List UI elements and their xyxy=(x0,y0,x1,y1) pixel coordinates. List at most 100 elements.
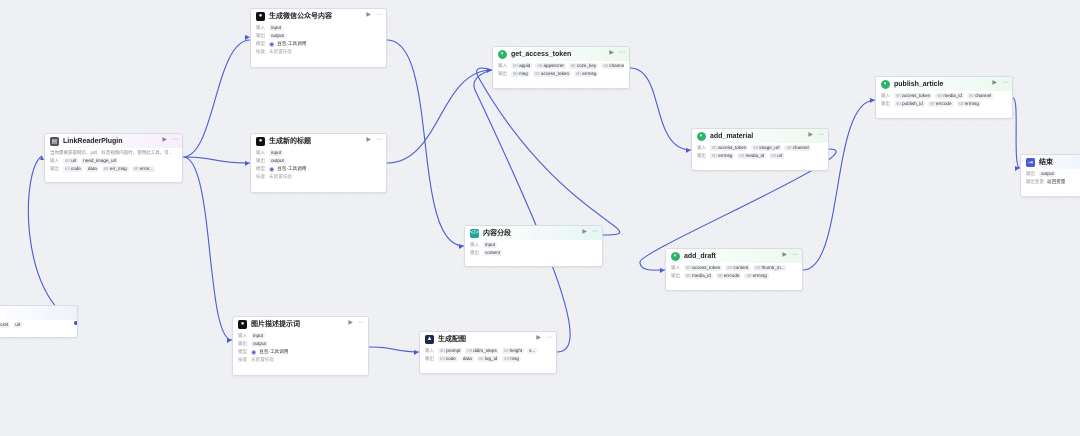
output-param: output xyxy=(251,341,268,347)
node-title: add_draft xyxy=(684,252,716,260)
llm-icon: ● xyxy=(256,11,265,21)
play-icon[interactable]: ▶ xyxy=(366,137,371,143)
more-icon[interactable]: ⋯ xyxy=(592,229,598,235)
output-param: errmsg xyxy=(752,273,767,278)
edge-img-genimage xyxy=(368,346,420,353)
skill-value: 未配置技能 xyxy=(269,49,292,54)
node-title: 生成新的标题 xyxy=(269,138,311,145)
publish-article-node[interactable]: ◐ publish_article ▶⋯ 输入 straccess_token … xyxy=(875,76,1013,119)
more-icon[interactable]: ⋯ xyxy=(172,137,178,143)
input-param: height xyxy=(509,348,523,353)
play-icon[interactable]: ▶ xyxy=(348,320,353,326)
input-param: input xyxy=(251,333,265,339)
node-title: 内容分段 xyxy=(483,230,511,237)
output-param: errmsg xyxy=(582,71,597,76)
output-param: data xyxy=(462,356,472,361)
play-icon[interactable]: ▶ xyxy=(609,50,614,56)
start-node[interactable]: ecret url xyxy=(0,305,78,338)
more-icon[interactable]: ⋯ xyxy=(792,252,798,258)
model-name: 豆包·工具调用 xyxy=(277,41,307,46)
model-label: 模型 xyxy=(256,166,265,171)
edge-genimage-gettoken xyxy=(473,69,571,353)
plugin-icon: ◐ xyxy=(881,79,890,89)
play-icon[interactable]: ▶ xyxy=(782,252,787,258)
more-icon[interactable]: ⋯ xyxy=(818,132,824,138)
input-label: 输入 xyxy=(425,348,434,353)
gen-image-node[interactable]: ▲ 生成配图 ▶⋯ 输入 strprompt intddim_steps int… xyxy=(419,331,557,374)
more-icon[interactable]: ⋯ xyxy=(358,320,364,326)
output-param: log_id xyxy=(484,356,498,361)
input-label: 输入 xyxy=(50,158,59,163)
edge-linkreader-img xyxy=(182,156,233,341)
output-label: 输出 xyxy=(50,166,59,171)
node-title: get_access_token xyxy=(511,50,572,58)
output-param: msg xyxy=(510,356,519,361)
output-param: errcode xyxy=(935,101,952,106)
output-param: output xyxy=(269,158,286,164)
more-icon[interactable]: ⋯ xyxy=(619,50,625,56)
input-param: s... xyxy=(529,348,536,353)
input-param: image_url xyxy=(759,145,780,150)
model-label: 模型 xyxy=(238,349,247,354)
output-label: 输出 xyxy=(498,71,507,76)
add-draft-node[interactable]: ◐ add_draft ▶⋯ 输入 straccess_token strcon… xyxy=(665,248,803,291)
model-label: 模型 xyxy=(256,41,265,46)
input-param: need_image_url xyxy=(83,158,117,163)
play-icon[interactable]: ▶ xyxy=(366,12,371,18)
node-title: 生成配图 xyxy=(438,336,466,343)
llm-icon: ● xyxy=(256,136,265,146)
edge-wechat-segment xyxy=(386,39,465,247)
play-icon[interactable]: ▶ xyxy=(808,132,813,138)
output-param: publish_id xyxy=(902,101,923,106)
node-description: 当你需要获取网页、pdf、抖音视频内容时，使用此工具。可... xyxy=(50,150,173,155)
output-label: 输出 xyxy=(881,101,890,106)
output-param: errmsg xyxy=(718,153,733,158)
input-label: 输入 xyxy=(498,63,507,68)
play-icon[interactable]: ▶ xyxy=(162,137,167,143)
more-icon[interactable]: ⋯ xyxy=(546,335,552,341)
more-icon[interactable]: ⋯ xyxy=(1002,80,1008,86)
get-access-token-node[interactable]: ◐ get_access_token ▶⋯ 输入 strappid strapp… xyxy=(492,46,630,89)
output-param: output xyxy=(1039,171,1056,177)
output-param: code xyxy=(70,166,81,171)
llm-icon: ● xyxy=(238,319,247,329)
input-param: access_token xyxy=(902,93,931,98)
input-param: appsecret xyxy=(543,63,564,68)
more-icon[interactable]: ⋯ xyxy=(376,137,382,143)
model-icon: ◉ xyxy=(251,349,257,356)
model-name: 豆包·工具调用 xyxy=(277,166,307,171)
linkreader-node[interactable]: ▤ LinkReaderPlugin ▶⋯ 当你需要获取网页、pdf、抖音视频内… xyxy=(44,133,183,183)
model-icon: ◉ xyxy=(269,41,275,48)
output-label: 输出 xyxy=(1026,171,1035,176)
input-param: media_id xyxy=(943,93,962,98)
start-output-port[interactable] xyxy=(74,321,77,325)
output-param: err_msg xyxy=(109,166,127,171)
output-label: 输出 xyxy=(238,341,247,346)
edge-segment-gettoken xyxy=(476,67,621,236)
image-gen-icon: ▲ xyxy=(425,334,434,344)
output-label: 输出 xyxy=(470,250,479,255)
plugin-icon: ▤ xyxy=(50,136,59,146)
play-icon[interactable]: ▶ xyxy=(582,229,587,235)
more-icon[interactable]: ⋯ xyxy=(376,12,382,18)
start-out-tag: ecret xyxy=(0,322,11,328)
input-param: input xyxy=(269,25,283,31)
edge-publish-end xyxy=(1012,97,1021,169)
play-icon[interactable]: ▶ xyxy=(992,80,997,86)
input-param: input xyxy=(483,242,497,248)
play-icon[interactable]: ▶ xyxy=(536,335,541,341)
edge-draft-publish xyxy=(802,99,876,271)
node-title: 图片描述提示词 xyxy=(251,321,300,328)
add-material-node[interactable]: ◐ add_material ▶⋯ 输入 straccess_token str… xyxy=(691,128,829,171)
output-param: msg xyxy=(519,71,528,76)
output-label: 输出 xyxy=(256,33,265,38)
output-mode-value: 返回变量 xyxy=(1047,179,1066,184)
node-title: publish_article xyxy=(894,80,944,88)
input-label: 输入 xyxy=(256,150,265,155)
